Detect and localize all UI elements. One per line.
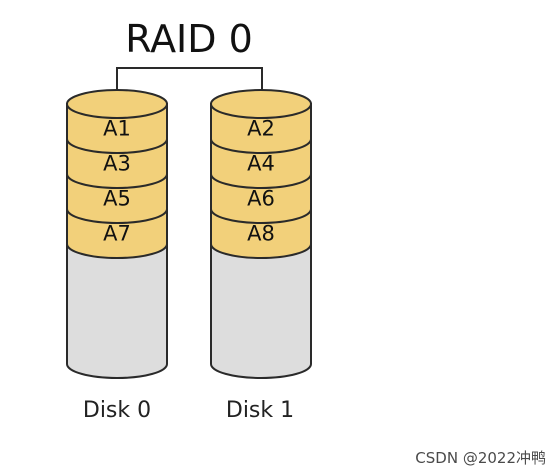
disk-stripe-stack [66,103,168,259]
block-separator [66,208,168,224]
data-block-label: A8 [247,222,275,246]
data-block-label: A6 [247,187,275,211]
data-block-label: A1 [103,117,131,141]
disk-top [66,89,168,119]
diagram-title: RAID 0 [125,17,253,61]
data-block-label: A2 [247,117,275,141]
block-separator [210,173,312,189]
data-block-label: A7 [103,222,131,246]
disk-stripe-stack [210,103,312,259]
title-connector-line [116,67,263,104]
block-separator [210,208,312,224]
watermark-text: CSDN @2022冲鸭 [415,449,546,467]
block-separator [210,138,312,154]
disk-top [210,89,312,119]
data-block-label: A4 [247,152,275,176]
data-block-label: A5 [103,187,131,211]
disk-empty-space [66,243,168,379]
disk-0-label: Disk 0 [83,398,151,423]
block-separator [66,138,168,154]
data-block-label: A3 [103,152,131,176]
disk-1-label: Disk 1 [226,398,294,423]
disk-empty-space [210,243,312,379]
block-separator [66,173,168,189]
